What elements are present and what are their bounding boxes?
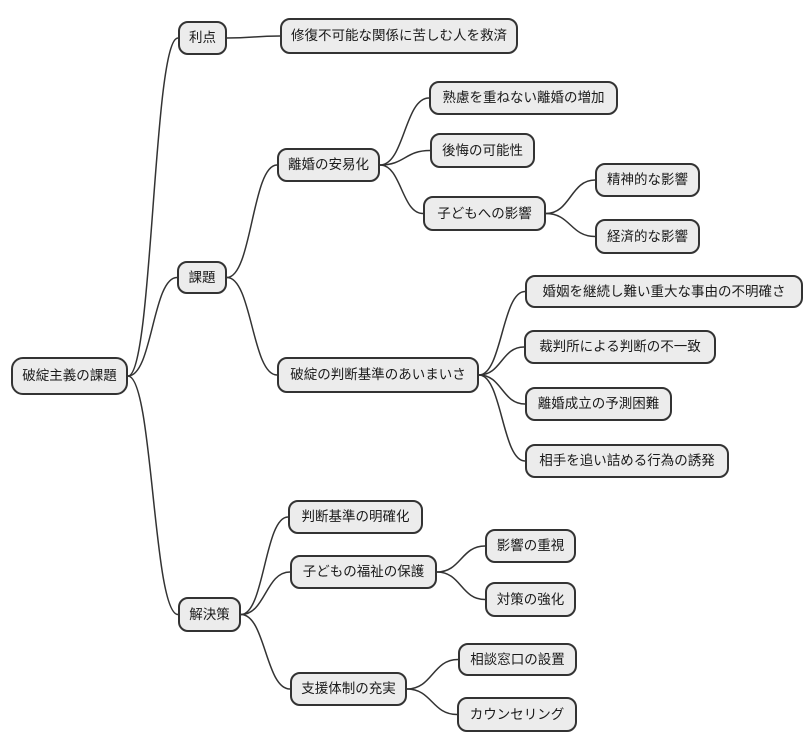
mindmap-edge-fukushi-jushi bbox=[436, 545, 486, 573]
mindmap-edge-kodomo-eikyo-keizai bbox=[545, 212, 596, 238]
mindmap-edge-anikika-koukai bbox=[379, 149, 431, 166]
mindmap-edge-riten-kyusai bbox=[226, 35, 281, 39]
mindmap-edge-aimai-yuhatsu bbox=[478, 374, 526, 462]
mindmap-edge-kaiketsu-fukushi bbox=[240, 571, 291, 616]
mindmap-edge-kaiketsu-meikakuka bbox=[240, 516, 289, 616]
mindmap-node-keizai: 経済的な影響 bbox=[595, 219, 700, 254]
mindmap-edge-root-kadai bbox=[127, 276, 178, 377]
mindmap-node-anikika: 離婚の安易化 bbox=[277, 148, 380, 182]
mindmap-edge-root-riten bbox=[127, 37, 179, 377]
mindmap-edge-anikika-jukuryo bbox=[379, 97, 430, 166]
mindmap-edge-root-kaiketsu bbox=[127, 375, 179, 616]
mindmap-node-kodomo-eikyo: 子どもへの影響 bbox=[423, 196, 546, 231]
mindmap-node-seishin: 精神的な影響 bbox=[595, 163, 700, 197]
mindmap-edge-kodomo-eikyo-seishin bbox=[545, 179, 596, 215]
mindmap-node-yosoku: 離婚成立の予測困難 bbox=[525, 387, 672, 421]
mindmap-node-yuhatsu: 相手を追い詰める行為の誘発 bbox=[525, 444, 729, 478]
mindmap-edge-shien-counseling bbox=[406, 688, 458, 716]
mindmap-node-shien: 支援体制の充実 bbox=[290, 672, 407, 706]
mindmap-node-madoguchi: 相談窓口の設置 bbox=[458, 643, 577, 676]
mindmap-node-riten: 利点 bbox=[178, 21, 227, 55]
mindmap-edge-kaiketsu-shien bbox=[240, 613, 291, 690]
mindmap-edge-kadai-aimai bbox=[226, 276, 278, 376]
mindmap-node-jushi: 影響の重視 bbox=[485, 529, 576, 563]
mindmap-node-fuicchi: 裁判所による判断の不一致 bbox=[524, 330, 716, 364]
mindmap-node-koukai: 後悔の可能性 bbox=[430, 133, 535, 168]
mindmap-node-kyusai: 修復不可能な関係に苦しむ人を救済 bbox=[280, 18, 518, 54]
mindmap-node-counseling: カウンセリング bbox=[457, 697, 577, 732]
mindmap-edge-aimai-fuicchi bbox=[478, 346, 525, 376]
mindmap-node-jukuryo: 熟慮を重ねない離婚の増加 bbox=[429, 81, 618, 115]
mindmap-node-kadai: 課題 bbox=[177, 261, 227, 294]
mindmap-node-fumeikaku: 婚姻を継続し難い重大な事由の不明確さ bbox=[525, 275, 803, 308]
mindmap-node-aimai: 破綻の判断基準のあいまいさ bbox=[277, 357, 479, 393]
mindmap-edge-fukushi-kyoka bbox=[436, 571, 486, 601]
mindmap-edge-anikika-kodomo-eikyo bbox=[379, 164, 424, 215]
mindmap-edge-shien-madoguchi bbox=[406, 658, 459, 690]
mindmap-edge-aimai-fumeikaku bbox=[478, 290, 526, 376]
mindmap-edge-aimai-yosoku bbox=[478, 374, 526, 405]
mindmap-node-kaiketsu: 解決策 bbox=[178, 597, 241, 632]
mindmap-node-meikakuka: 判断基準の明確化 bbox=[288, 500, 423, 534]
mindmap-node-fukushi: 子どもの福祉の保護 bbox=[290, 555, 437, 589]
mindmap-node-root: 破綻主義の課題 bbox=[11, 357, 128, 395]
mindmap-node-kyoka: 対策の強化 bbox=[485, 582, 576, 617]
mindmap-edge-kadai-anikika bbox=[226, 164, 278, 279]
